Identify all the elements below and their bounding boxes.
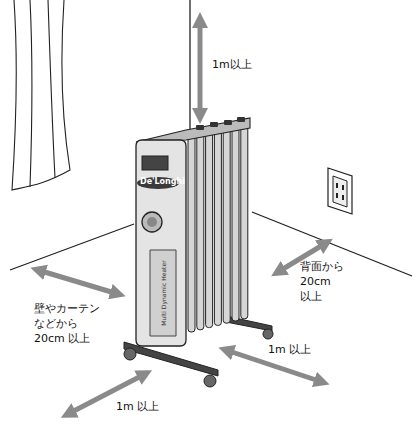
front-panel bbox=[136, 140, 186, 346]
heater-fin bbox=[197, 134, 204, 330]
heater-fin bbox=[188, 136, 195, 332]
wall-outlet bbox=[328, 168, 352, 214]
dimension-label: 1m 以上 bbox=[268, 343, 311, 358]
product-name: Multi Dynamic Heater bbox=[159, 260, 167, 325]
heater-fin bbox=[232, 125, 239, 321]
heater-top bbox=[136, 118, 250, 142]
dimension-label: 壁やカーテン などから 20cm 以上 bbox=[34, 302, 104, 347]
heater-fin bbox=[223, 127, 230, 323]
control-buttons bbox=[196, 117, 245, 130]
brand-logo: De'Longhi bbox=[140, 177, 176, 187]
dimension-label: 1m 以上 bbox=[116, 400, 159, 415]
heater-fin bbox=[241, 123, 248, 319]
heater-fin bbox=[214, 129, 221, 325]
curtain bbox=[12, 0, 70, 190]
heater-fin bbox=[206, 132, 213, 328]
heater-fins bbox=[188, 123, 248, 332]
front-foot bbox=[124, 342, 218, 387]
dimension-label: 背面から 20cm 以上 bbox=[300, 260, 355, 305]
dimension-label: 1m以上 bbox=[212, 58, 252, 73]
clearance-arrows bbox=[38, 20, 326, 414]
